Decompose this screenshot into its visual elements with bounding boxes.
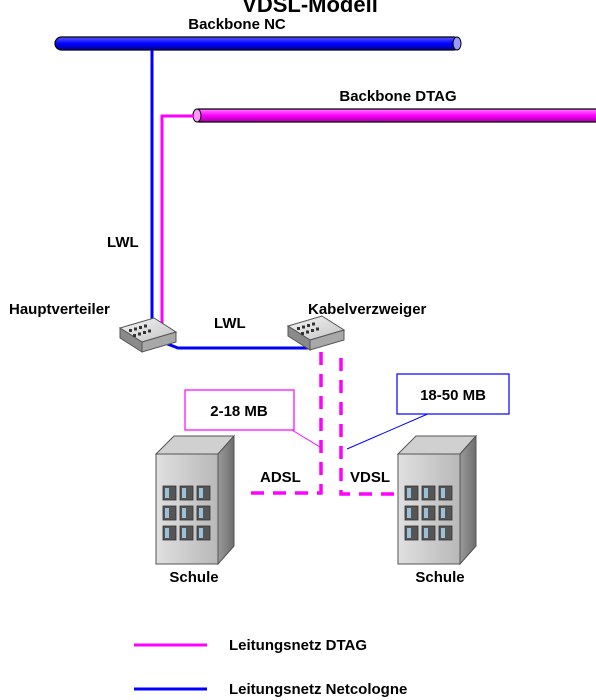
legend-netcologne-label: Leitungsnetz Netcologne xyxy=(229,681,407,698)
schule-right-building-icon xyxy=(397,435,477,565)
schule-left-label: Schule xyxy=(169,569,218,586)
legend-dtag-label: Leitungsnetz DTAG xyxy=(229,637,367,654)
vdsl-speed-box xyxy=(396,373,510,415)
kabelverzweiger-switch-icon xyxy=(287,315,345,351)
legend: Leitungsnetz DTAG Leitungsnetz Netcologn… xyxy=(134,637,407,698)
backbone-dtag-label: Backbone DTAG xyxy=(339,88,456,105)
adsl-speed-label: 2-18 MB xyxy=(210,403,268,420)
dtag-fiber-line xyxy=(160,114,194,334)
kabelverzweiger-label: Kabelverzweiger xyxy=(308,301,427,318)
adsl-speed-box xyxy=(184,389,295,431)
backbone-dtag-pipe xyxy=(192,108,596,123)
backbone-nc-label: Backbone NC xyxy=(188,16,286,33)
netcologne-fiber-line xyxy=(150,50,309,350)
adsl-copper-line xyxy=(246,352,323,495)
adsl-speed-leader xyxy=(291,429,321,448)
lwl-horizontal-label: LWL xyxy=(214,315,246,332)
hauptverteiler-switch-icon xyxy=(119,317,177,353)
vdsl-speed-leader xyxy=(346,412,431,450)
vdsl-label: VDSL xyxy=(350,469,390,486)
diagram-title: VDSL-Modell xyxy=(242,0,378,17)
vdsl-speed-label: 18-50 MB xyxy=(420,387,486,404)
backbone-nc-pipe xyxy=(54,36,462,51)
adsl-label: ADSL xyxy=(260,469,301,486)
lwl-vertical-label: LWL xyxy=(107,234,139,251)
schule-left-building-icon xyxy=(155,435,235,565)
hauptverteiler-label: Hauptverteiler xyxy=(9,301,110,318)
vdsl-copper-line xyxy=(339,358,400,496)
schule-right-label: Schule xyxy=(415,569,464,586)
